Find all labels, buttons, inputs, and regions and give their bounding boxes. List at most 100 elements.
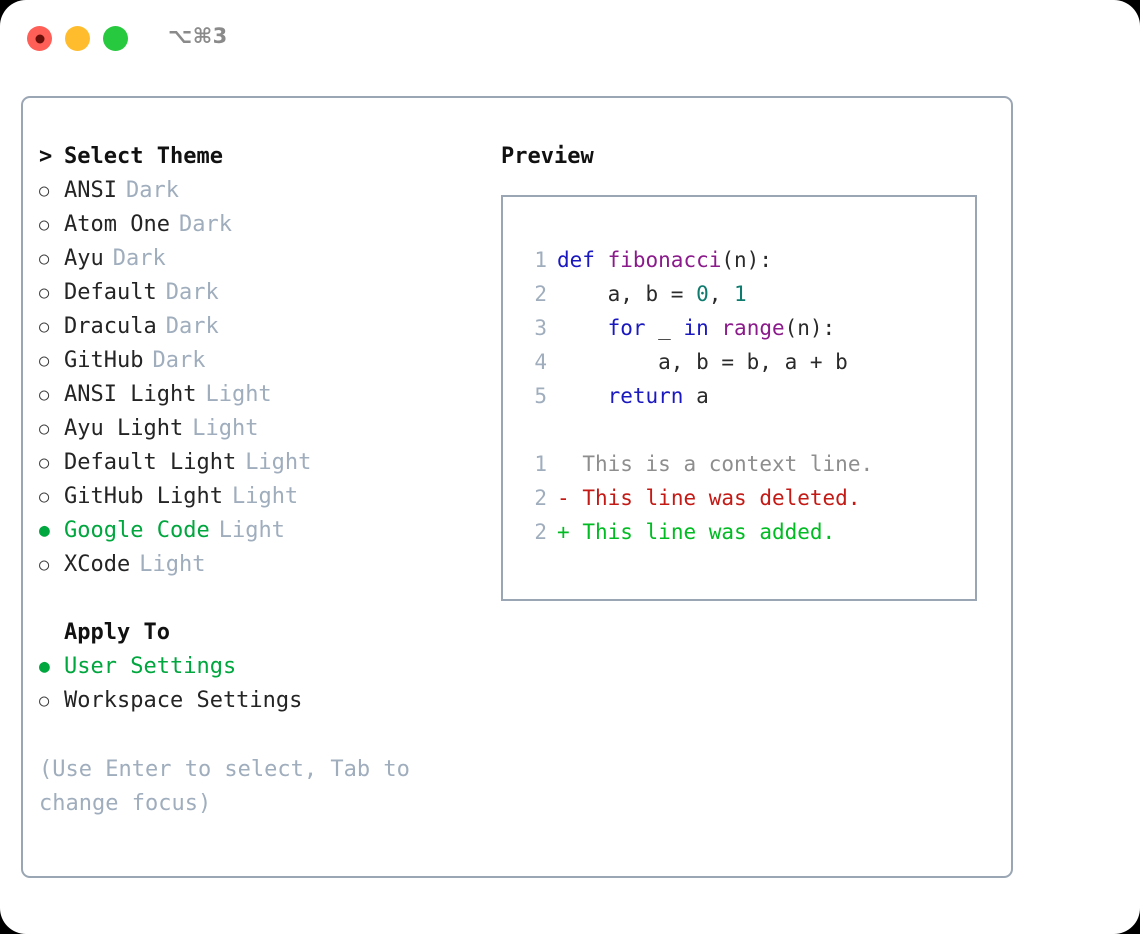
radio-empty-icon: ○: [39, 453, 50, 473]
diff-line-number: 1: [534, 452, 547, 476]
theme-variant-badge: Light: [231, 484, 299, 509]
theme-option-label: Ayu: [64, 246, 104, 271]
theme-variant-badge: Dark: [112, 246, 166, 271]
code-line-number: 4: [534, 350, 547, 374]
theme-variant-badge: Dark: [125, 178, 179, 203]
apply-to-option-workspace-settings[interactable]: ○ Workspace Settings: [39, 684, 489, 718]
theme-variant-badge: Light: [205, 382, 272, 407]
theme-variant-badge: Dark: [165, 280, 219, 305]
theme-option-google-code[interactable]: ● Google Code Light: [39, 514, 489, 548]
close-button[interactable]: [27, 26, 52, 51]
code-line: 4 a, b = b, a + b: [517, 345, 975, 379]
bullet-placeholder-icon: ○: [39, 616, 64, 650]
theme-variant-badge: Light: [245, 450, 312, 475]
radio-empty-icon: ○: [39, 215, 50, 235]
theme-option-label: ANSI Light: [64, 382, 197, 407]
theme-option-label: ANSI: [64, 178, 117, 203]
code-line-text: a, b = b, a + b: [557, 345, 848, 379]
theme-option-github-light[interactable]: ○ GitHub Light Light: [39, 480, 489, 514]
radio-empty-icon: ○: [39, 487, 50, 507]
diff-text: This line was added.: [582, 520, 836, 544]
theme-option-label: Default Light: [64, 450, 237, 475]
code-line-number: 3: [534, 316, 547, 340]
code-line-text: for _ in range(n):: [557, 311, 836, 345]
apply-to-list: ●User Settings ○ Workspace Settings: [39, 650, 489, 718]
diff-marker: -: [557, 486, 570, 510]
theme-option-xcode[interactable]: ○ XCode Light: [39, 548, 489, 582]
radio-empty-icon: ○: [39, 691, 50, 711]
diff-line-deleted: 2- This line was deleted.: [517, 481, 975, 515]
code-token-num: 1: [734, 282, 747, 306]
list-spacer: [39, 582, 489, 616]
code-token-kw: in: [683, 316, 709, 340]
code-token-pl: a: [683, 384, 709, 408]
theme-variant-badge: Light: [218, 518, 285, 543]
apply-to-option-label: Workspace Settings: [64, 688, 303, 713]
theme-variant-badge: Light: [139, 552, 206, 577]
page-title: Select Theme: [64, 144, 223, 169]
code-line-text: return a: [557, 379, 709, 413]
theme-option-label: GitHub: [64, 348, 144, 373]
diff-marker: [557, 452, 570, 476]
code-token-pl: [709, 316, 722, 340]
code-token-fn: fibonacci: [607, 248, 722, 272]
keyboard-hint: (Use Enter to select, Tab to change focu…: [39, 757, 410, 816]
code-token-pl: a, b = b, a + b: [557, 350, 848, 374]
code-token-fn: range: [721, 316, 785, 340]
radio-empty-icon: ○: [39, 351, 50, 371]
diff-line-added: 2 + This line was added.: [517, 515, 975, 549]
diff-line-text: - This line was deleted.: [557, 481, 860, 515]
theme-option-label: XCode: [64, 552, 131, 577]
code-line-number: 2: [534, 282, 547, 306]
caret-icon: >: [39, 144, 53, 169]
diff-line-text: This is a context line.: [557, 447, 873, 481]
diff-text: This is a context line.: [582, 452, 874, 476]
radio-empty-icon: ○: [39, 555, 50, 575]
theme-option-label: GitHub Light: [64, 484, 223, 509]
theme-option-default-light[interactable]: ○ Default Light Light: [39, 446, 489, 480]
code-line: 5 return a: [517, 379, 975, 413]
code-token-pl: ,: [708, 282, 735, 306]
preview-title: Preview: [501, 144, 594, 169]
theme-option-label: Atom One: [64, 212, 170, 237]
code-token-pl: (n):: [721, 248, 772, 272]
radio-empty-icon: ○: [39, 317, 50, 337]
apply-to-header: ○ Apply To: [39, 616, 489, 650]
code-token-pl: [557, 384, 608, 408]
diff-line-number: 2: [534, 520, 547, 544]
code-token-kw: def: [557, 248, 595, 272]
code-token-pl: [595, 248, 608, 272]
theme-picker-header: > Select Theme: [39, 140, 489, 174]
code-line-number: 1: [534, 248, 547, 272]
maximize-button[interactable]: [103, 26, 128, 51]
title-bar: ⌥⌘3: [0, 0, 1140, 78]
minimize-button[interactable]: [65, 26, 90, 51]
apply-to-option-label: User Settings: [64, 654, 237, 679]
theme-variant-badge: Dark: [165, 314, 219, 339]
diff-marker: +: [557, 520, 570, 544]
code-token-num: 0: [696, 282, 709, 306]
code-token-kw: return: [607, 384, 684, 408]
code-token-pl: _: [645, 316, 684, 340]
radio-selected-icon: ●: [39, 520, 50, 541]
theme-option-ansi-light[interactable]: ○ ANSI Light Light: [39, 378, 489, 412]
code-line: 1 def fibonacci(n):: [517, 243, 975, 277]
radio-empty-icon: ○: [39, 385, 50, 405]
traffic-light-group: [27, 26, 128, 51]
theme-option-label: Google Code: [64, 518, 210, 543]
diff-text: This line was deleted.: [582, 486, 861, 510]
theme-option-atom-one[interactable]: ○ Atom One Dark: [39, 208, 489, 242]
apply-to-option-user-settings[interactable]: ●User Settings: [39, 650, 489, 684]
theme-variant-badge: Dark: [178, 212, 232, 237]
